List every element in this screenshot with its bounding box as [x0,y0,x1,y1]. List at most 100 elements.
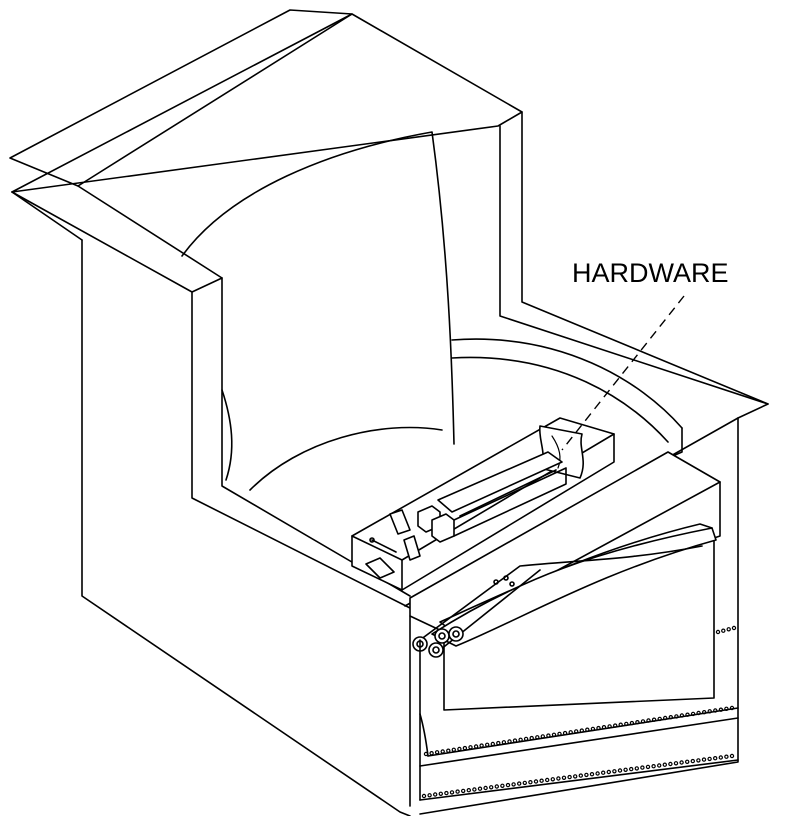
staple [494,784,499,789]
staple [617,768,623,773]
staple [505,782,511,788]
staple [496,740,501,746]
staple [663,715,668,721]
staple [539,778,544,783]
staple [685,712,690,717]
staple [528,780,533,785]
staple [433,792,438,797]
staple [567,774,572,780]
staple [702,710,707,715]
carton-left-wall [81,239,411,816]
staple [507,739,512,744]
staple [485,742,490,748]
staple [477,786,483,791]
carton-left-flap [9,9,353,187]
staple [449,790,455,795]
staple [606,769,612,775]
staple [645,764,651,770]
leg-posts [417,451,567,543]
staple [489,785,494,790]
staple [618,722,623,727]
staple [612,769,617,774]
staple [646,718,651,723]
hardware-leader-line [561,295,685,451]
staple [696,710,701,716]
staple [640,719,646,724]
staple [529,735,534,741]
staple [568,730,573,735]
staple [726,627,731,632]
staple [724,754,729,759]
staple [423,751,429,757]
staple [721,628,726,633]
staple [718,707,724,712]
staple [724,706,729,712]
hardware-label: HARDWARE [572,258,729,288]
staple [438,791,443,797]
staple [685,759,690,765]
staple [468,745,473,750]
staple [623,767,628,773]
staple [562,730,568,736]
staple [444,790,449,796]
staple [466,788,471,793]
staple [500,783,505,789]
staple [668,761,673,767]
staple [696,758,701,763]
staple [573,774,578,779]
staple [640,765,645,770]
staple [556,776,561,781]
staple [701,757,707,762]
staple [690,758,696,764]
staple [455,789,460,794]
chair-left-arm [11,185,411,609]
staple [512,738,518,743]
staple [578,773,584,778]
chair-back [181,131,455,491]
staple [584,772,589,778]
staple [501,740,507,745]
staple-rows [421,625,737,799]
staple [545,777,550,783]
recline-mechanism [419,523,717,651]
staple [651,717,657,722]
staple [679,760,684,765]
staple [629,720,635,726]
staple [518,737,523,743]
staple [674,714,679,719]
staple [634,766,640,771]
staple [490,741,495,747]
staple [629,766,634,772]
staple [595,771,600,776]
staple [668,715,674,720]
staple [613,723,618,728]
staple [511,782,516,787]
staple [446,748,451,753]
staple [579,728,585,733]
staple [429,751,434,756]
staple [557,731,562,737]
staple [522,780,528,786]
staple [440,749,445,754]
staple [590,726,596,732]
staple [546,733,551,738]
staple [657,716,662,722]
staple [589,772,595,777]
staple [427,793,432,798]
staple [651,764,656,769]
staple [473,744,479,749]
staple [713,756,718,761]
mechanism-roller-ends [412,626,464,658]
staple [690,711,696,717]
carton-right-wall [419,417,739,815]
hardware-callout: HARDWARE [561,258,729,451]
staple [585,727,590,732]
staple [607,724,612,729]
staple [601,770,606,775]
staple [729,753,735,759]
staple [451,747,456,753]
staple [434,750,440,755]
staple [517,781,522,786]
staple [523,736,529,742]
